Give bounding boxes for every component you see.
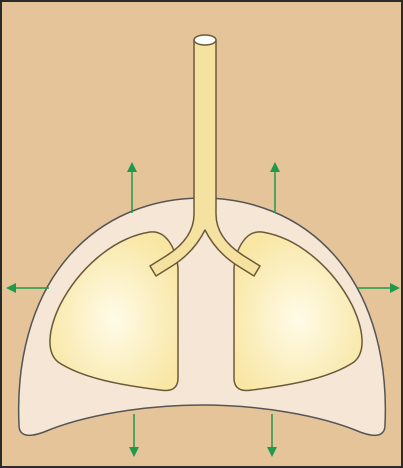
right-lung [233,231,363,392]
trachea [149,39,261,277]
trachea-opening [193,34,217,46]
left-lung [49,231,179,392]
